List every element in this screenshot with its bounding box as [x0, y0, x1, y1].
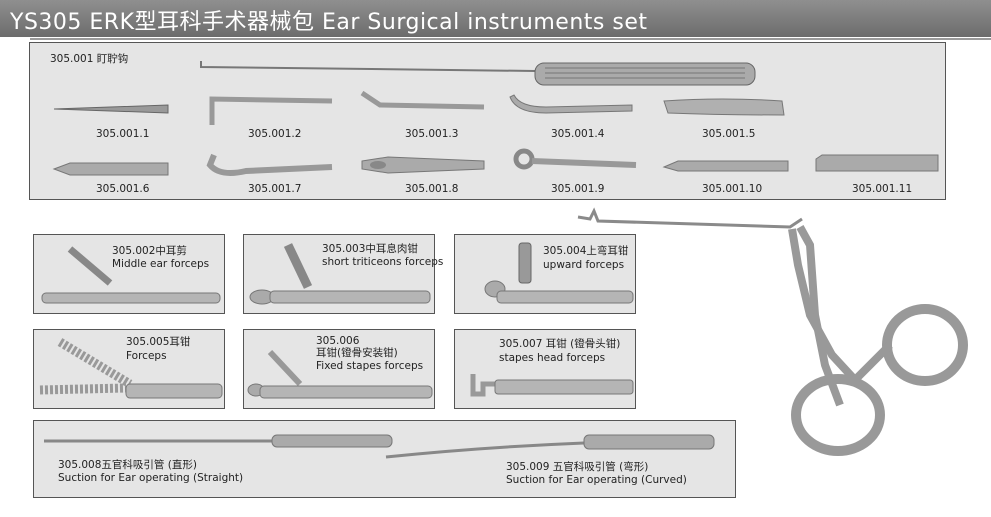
straight-suction-tube-image	[44, 434, 393, 448]
tip-image-1	[53, 104, 169, 114]
curved-suction-tube-image	[385, 434, 715, 459]
tip-image-6	[52, 162, 169, 176]
item-code: 305.004上弯耳钳	[543, 245, 629, 257]
tip-image-7	[206, 153, 333, 176]
tip-label-11: 305.001.11	[852, 183, 913, 195]
tip-label-3: 305.001.3	[405, 128, 459, 140]
item-code: 305.005耳钳	[126, 336, 191, 348]
item-name: Middle ear forceps	[112, 258, 210, 270]
item-name: short triticeons forceps	[322, 256, 444, 268]
stapes-fixing-forceps-image	[247, 349, 433, 399]
tip-label-6: 305.001.6	[96, 183, 150, 195]
stapes-head-forceps-image	[470, 374, 634, 397]
tip-image-8	[361, 156, 485, 174]
tip-label-8: 305.001.8	[405, 183, 459, 195]
suction-name-straight: Suction for Ear operating (Straight)	[58, 472, 244, 484]
tip-label-1: 305.001.1	[96, 128, 150, 140]
item-code-2: 耳钳(镫骨安装钳)	[316, 347, 398, 359]
suction-code-straight: 305.008五官科吸引管 (直形)	[58, 459, 197, 471]
polyp-forceps-image	[249, 243, 431, 305]
item-code: 305.003中耳息肉钳	[322, 243, 418, 255]
tip-label-7: 305.001.7	[248, 183, 302, 195]
suction-tubes-panel: 305.008五官科吸引管 (直形) Suction for Ear opera…	[33, 420, 736, 498]
forceps-panel-305-003: 305.003中耳息肉钳 short triticeons forceps	[243, 234, 443, 314]
suction-code-curved: 305.009 五官科吸引管 (弯形)	[506, 461, 649, 473]
forceps-panel-305-006: 305.006 耳钳(镫骨安装钳) Fixed stapes forceps	[243, 329, 435, 409]
tip-label-9: 305.001.9	[551, 183, 605, 195]
item-code: 305.006	[316, 335, 360, 347]
set-header: 305.001 盯聍钩	[50, 53, 129, 65]
ear-hook-handle-image	[200, 61, 756, 86]
item-name: stapes head forceps	[499, 352, 606, 364]
upward-forceps-image	[484, 242, 634, 304]
tip-label-10: 305.001.10	[702, 183, 763, 195]
suction-name-curved: Suction for Ear operating (Curved)	[506, 474, 687, 486]
tip-image-4	[509, 94, 633, 114]
tip-image-9	[513, 148, 637, 170]
item-code: 305.007 耳钳 (镫骨头钳)	[499, 338, 621, 350]
tip-label-2: 305.001.2	[248, 128, 302, 140]
item-name: upward forceps	[543, 259, 625, 271]
item-code: 305.002中耳剪	[112, 245, 187, 257]
forceps-panel-305-007: 305.007 耳钳 (镫骨头钳) stapes head forceps	[454, 329, 636, 409]
forceps-panel-305-004: 305.004上弯耳钳 upward forceps	[454, 234, 636, 314]
tip-label-5: 305.001.5	[702, 128, 756, 140]
title-underline	[30, 38, 991, 40]
serrated-forceps-image	[39, 338, 223, 399]
tip-image-11	[815, 154, 939, 172]
tip-image-10	[662, 160, 789, 172]
tip-image-2	[209, 96, 333, 125]
tip-label-4: 305.001.4	[551, 128, 605, 140]
tip-image-3	[360, 90, 485, 110]
tip-image-5	[663, 98, 785, 116]
forceps-panel-305-002: 305.002中耳剪 Middle ear forceps	[33, 234, 225, 314]
title-bar: YS305 ERK型耳科手术器械包 Ear Surgical instrumen…	[0, 0, 991, 37]
middle-ear-forceps-image	[41, 246, 221, 304]
forceps-panel-305-005: 305.005耳钳 Forceps	[33, 329, 225, 409]
item-name: Forceps	[126, 350, 167, 362]
ear-hook-set-panel: 305.001 盯聍钩 305.001.1 305.001.2 305.001.…	[29, 42, 946, 200]
ear-forceps-illustration	[577, 207, 968, 456]
page-title: YS305 ERK型耳科手术器械包 Ear Surgical instrumen…	[10, 10, 648, 35]
item-name: Fixed stapes forceps	[316, 360, 424, 372]
